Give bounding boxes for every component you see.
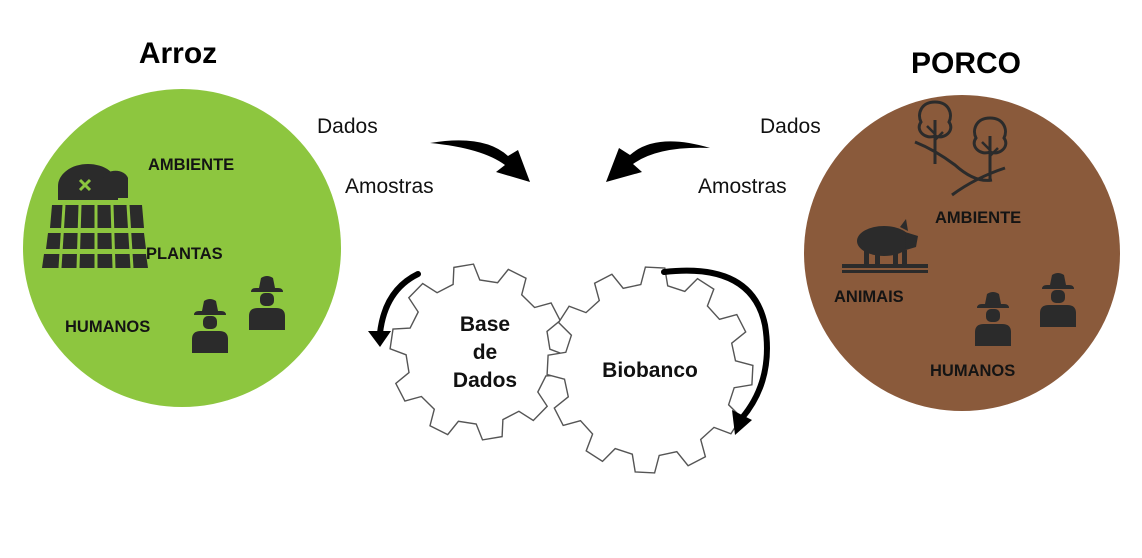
biobank-gear: Biobanco — [546, 266, 754, 474]
pig-icon — [842, 219, 928, 273]
database-gear-label-line-1: Base — [460, 313, 510, 336]
curved-arrow-icon — [606, 141, 710, 182]
right-group: PORCO AMBIENTE ANIMAIS HUMANOS — [804, 47, 1120, 411]
left-data-label: Dados — [317, 115, 378, 138]
trees-icon — [914, 100, 1008, 197]
database-gear-shape — [389, 263, 567, 441]
right-samples-label: Amostras — [698, 175, 787, 198]
curved-arrow-icon — [377, 271, 421, 336]
animals-label: ANIMAIS — [834, 288, 904, 306]
left-plants-label: PLANTAS — [146, 245, 223, 263]
left-humans-label: HUMANOS — [65, 318, 150, 336]
database-gear-label-line-3: Dados — [453, 369, 517, 392]
right-group-circle — [804, 95, 1120, 411]
right-group-title: PORCO — [911, 47, 1021, 80]
right-data-label: Dados — [760, 115, 821, 138]
curved-arrow-icon — [661, 267, 770, 421]
barn-icon — [42, 164, 148, 269]
curved-arrow-icon — [430, 140, 530, 182]
database-gear-label-line-2: de — [473, 341, 498, 364]
curved-arrow-icon — [368, 331, 391, 347]
database-gear: Base de Dados — [389, 263, 567, 441]
biobank-gear-shape — [546, 266, 754, 474]
curved-arrow-icon — [732, 410, 752, 435]
right-humans-label: HUMANOS — [930, 362, 1015, 380]
left-samples-label: Amostras — [345, 175, 434, 198]
right-environment-label: AMBIENTE — [935, 209, 1021, 227]
left-group-title: Arroz — [139, 37, 217, 70]
biobank-gear-label: Biobanco — [602, 359, 698, 382]
left-group: Arroz AMBIENTE PLANTAS HUMANOS — [23, 37, 341, 407]
left-environment-label: AMBIENTE — [148, 156, 234, 174]
